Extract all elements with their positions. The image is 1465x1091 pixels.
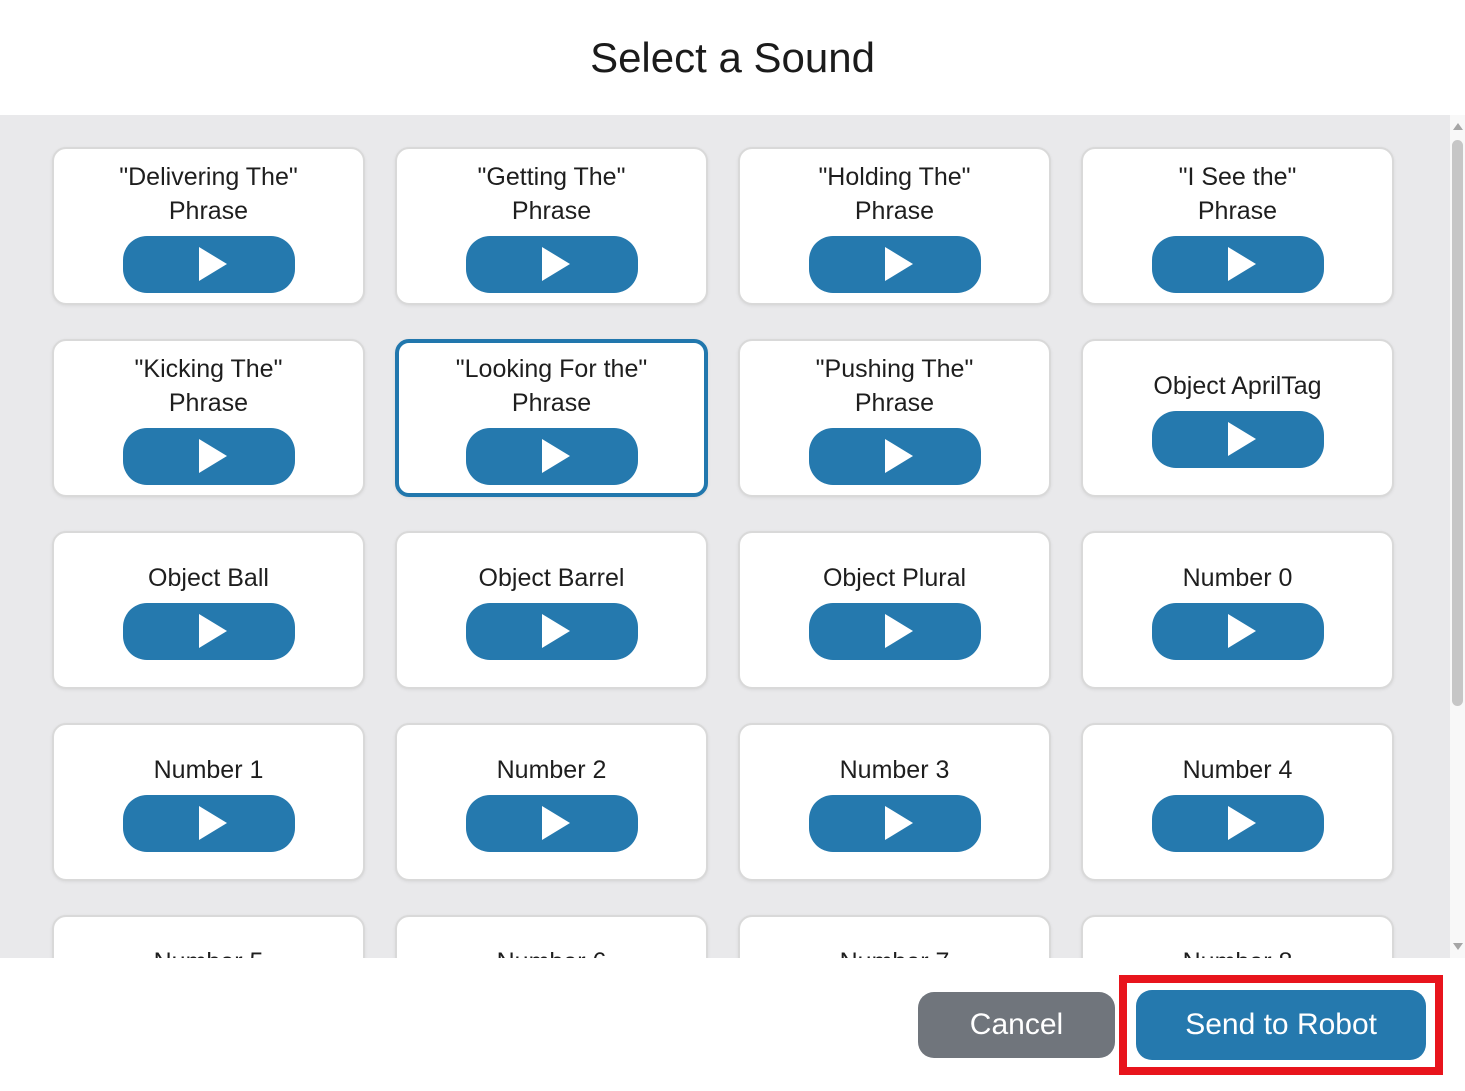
sound-card-label: "I See the" Phrase <box>1178 162 1297 225</box>
sound-card-label: Number 0 <box>1182 563 1293 592</box>
sound-card[interactable]: "Pushing The" Phrase <box>738 339 1051 497</box>
sound-card[interactable]: Object AprilTag <box>1081 339 1394 497</box>
play-icon <box>541 806 570 840</box>
sound-card-label: Object AprilTag <box>1153 371 1322 400</box>
dialog-title: Select a Sound <box>590 33 875 81</box>
sound-card[interactable]: Number 3 <box>738 723 1051 881</box>
play-button[interactable] <box>1151 602 1324 660</box>
sound-card-label: Number 8 <box>1183 945 1293 959</box>
play-button[interactable] <box>808 794 981 852</box>
sound-card[interactable]: "Kicking The" Phrase <box>52 339 365 497</box>
scroll-up-icon[interactable] <box>1452 123 1463 130</box>
sound-card-label: Number 2 <box>496 755 607 784</box>
play-button[interactable] <box>122 794 295 852</box>
play-icon <box>884 614 913 648</box>
cancel-button[interactable]: Cancel <box>917 991 1116 1058</box>
sound-card-label: Number 5 <box>154 945 264 959</box>
sound-card[interactable]: Object Barrel <box>395 531 708 689</box>
play-icon <box>198 439 227 473</box>
sound-card[interactable]: "Looking For the" Phrase <box>395 339 708 497</box>
sound-card[interactable]: Number 5 <box>52 915 365 958</box>
play-button[interactable] <box>808 427 981 485</box>
sound-card-label: Object Barrel <box>478 563 625 592</box>
sound-card[interactable]: Number 1 <box>52 723 365 881</box>
sound-card[interactable]: Number 6 <box>395 915 708 958</box>
play-icon <box>1227 806 1256 840</box>
sound-card-label: Number 3 <box>839 755 950 784</box>
sound-card[interactable]: "I See the" Phrase <box>1081 147 1394 305</box>
play-button[interactable] <box>465 427 638 485</box>
play-icon <box>541 439 570 473</box>
sound-card-label: "Kicking The" Phrase <box>134 354 283 417</box>
play-button[interactable] <box>1151 410 1324 468</box>
play-button[interactable] <box>122 427 295 485</box>
play-button[interactable] <box>1151 235 1324 293</box>
sound-card[interactable]: "Holding The" Phrase <box>738 147 1051 305</box>
sound-card-label: "Holding The" Phrase <box>818 162 971 225</box>
play-icon <box>884 247 913 281</box>
sound-card[interactable]: "Getting The" Phrase <box>395 147 708 305</box>
sound-card-label: "Delivering The" Phrase <box>119 162 298 225</box>
sound-card[interactable]: Number 4 <box>1081 723 1394 881</box>
sound-card-label: Number 4 <box>1182 755 1293 784</box>
play-icon <box>198 806 227 840</box>
play-icon <box>884 806 913 840</box>
play-icon <box>884 439 913 473</box>
play-button[interactable] <box>465 235 638 293</box>
sound-card[interactable]: Object Plural <box>738 531 1051 689</box>
scrollbar[interactable] <box>1450 115 1465 958</box>
sound-card[interactable]: Number 7 <box>738 915 1051 958</box>
play-icon <box>198 614 227 648</box>
sound-card-label: Number 6 <box>497 945 607 959</box>
sound-card-label: "Pushing The" Phrase <box>815 354 974 417</box>
sound-card-label: Object Ball <box>148 563 269 592</box>
sound-grid: "Delivering The" Phrase "Getting The" Ph… <box>52 147 1394 958</box>
play-icon <box>198 247 227 281</box>
sound-card[interactable]: Number 8 <box>1081 915 1394 958</box>
play-button[interactable] <box>122 602 295 660</box>
annotation-highlight: Send to Robot <box>1119 974 1443 1075</box>
sound-card-label: Object Plural <box>822 563 967 592</box>
scroll-down-icon[interactable] <box>1452 943 1463 950</box>
sound-card-label: "Getting The" Phrase <box>477 162 626 225</box>
play-button[interactable] <box>465 602 638 660</box>
dialog-header: Select a Sound <box>0 0 1465 115</box>
play-button[interactable] <box>808 235 981 293</box>
play-button[interactable] <box>465 794 638 852</box>
play-icon <box>1227 247 1256 281</box>
play-icon <box>1227 422 1256 456</box>
dialog-footer: Cancel Send to Robot <box>0 958 1465 1091</box>
play-icon <box>1227 614 1256 648</box>
sound-card-label: Number 1 <box>153 755 264 784</box>
play-button[interactable] <box>122 235 295 293</box>
sound-card[interactable]: Object Ball <box>52 531 365 689</box>
send-to-robot-button[interactable]: Send to Robot <box>1136 989 1426 1060</box>
sound-card[interactable]: Number 2 <box>395 723 708 881</box>
scrollbar-thumb[interactable] <box>1452 140 1463 706</box>
play-icon <box>541 247 570 281</box>
sound-card-label: Number 7 <box>840 945 950 959</box>
play-icon <box>541 614 570 648</box>
play-button[interactable] <box>808 602 981 660</box>
sound-card[interactable]: "Delivering The" Phrase <box>52 147 365 305</box>
play-button[interactable] <box>1151 794 1324 852</box>
dialog-body: "Delivering The" Phrase "Getting The" Ph… <box>0 115 1450 958</box>
sound-card-label: "Looking For the" Phrase <box>455 354 648 417</box>
sound-card[interactable]: Number 0 <box>1081 531 1394 689</box>
